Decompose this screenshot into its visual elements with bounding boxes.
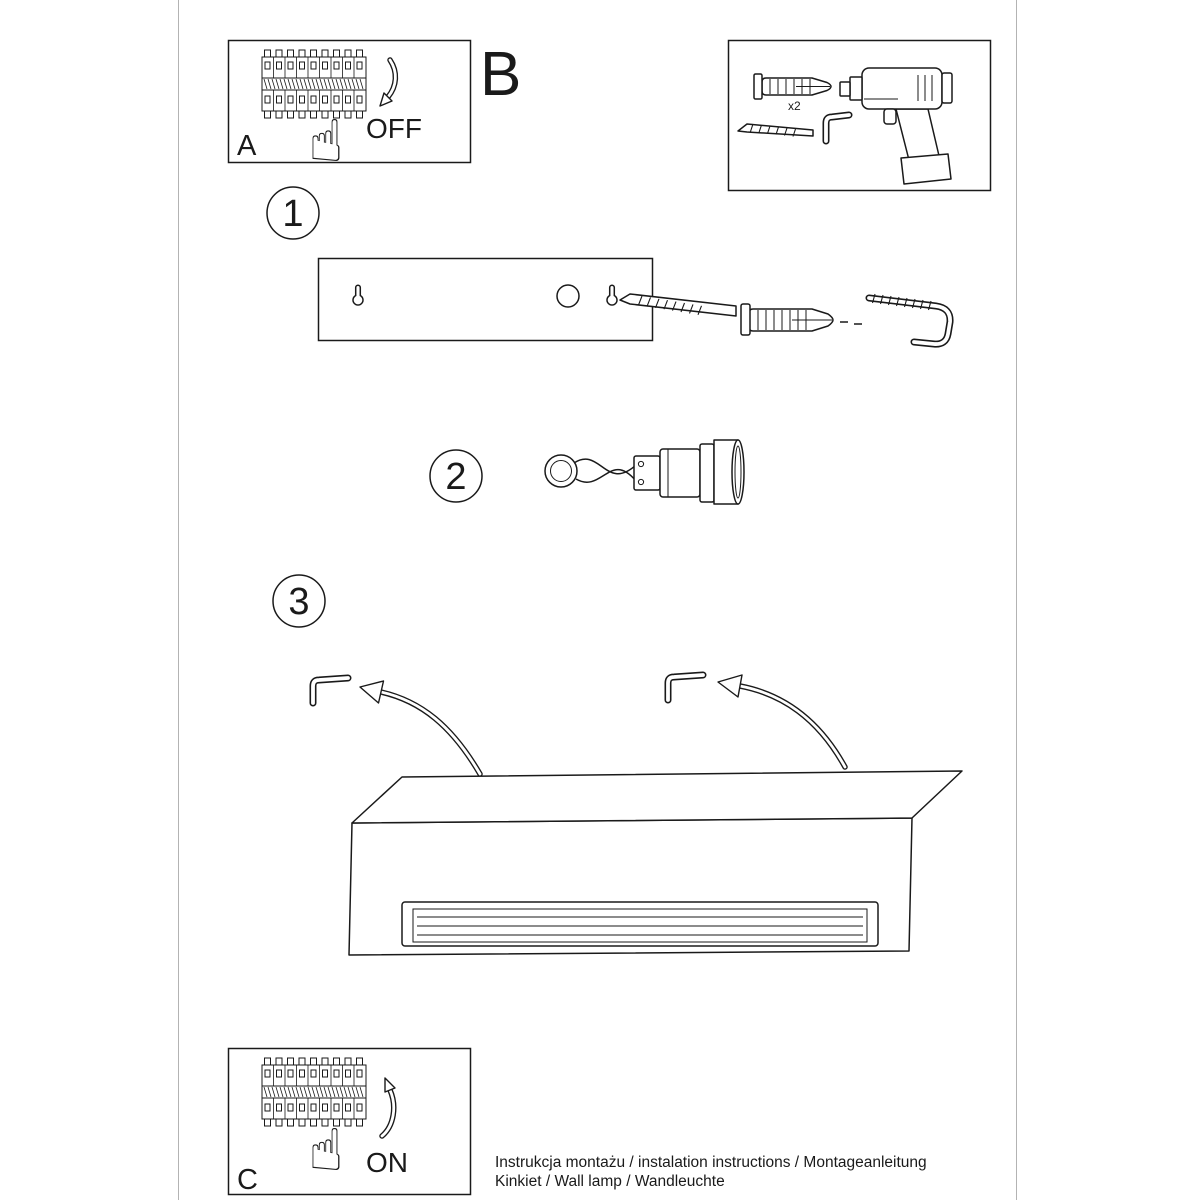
- footer-product-text: Kinkiet / Wall lamp / Wandleuchte: [495, 1173, 725, 1190]
- hook-inner: [824, 113, 851, 143]
- plug-ridges: [769, 79, 811, 94]
- drill-trigger: [883, 108, 897, 125]
- drill-rear-cap: [941, 72, 953, 104]
- keyhole-right-icon: [606, 284, 618, 306]
- step-2-badge: [429, 449, 483, 503]
- hang-arrow-left-icon: [359, 680, 483, 777]
- drill-battery: [900, 153, 952, 185]
- hook-inner: [666, 673, 705, 702]
- lamp-socket-icon: [544, 439, 745, 505]
- arrow-head: [359, 680, 385, 704]
- wall-anchor-icon: [740, 303, 834, 336]
- tools-box-frame: [727, 39, 992, 192]
- hook-icon: [822, 111, 853, 145]
- arrow-shaft: [378, 689, 483, 777]
- screw-thread: [637, 295, 703, 315]
- lamp-top-face: [351, 770, 963, 824]
- drill-icon: [839, 67, 953, 185]
- terminal-screw-2: [637, 478, 645, 486]
- hook-left-icon: [309, 674, 352, 707]
- step-3-badge: [272, 574, 326, 628]
- arrow-shaft: [737, 683, 848, 770]
- step-1: 1: [266, 186, 954, 348]
- plug-collar: [753, 73, 763, 100]
- drill-bit-holder: [839, 81, 851, 97]
- socket-body: [659, 448, 701, 498]
- screw-icon: [619, 293, 737, 317]
- plug-count-label: x2: [788, 99, 801, 113]
- mounting-plate: [317, 257, 654, 342]
- wall-plug-icon: [753, 73, 832, 100]
- arrow-head: [384, 1077, 396, 1093]
- step-1-badge: [266, 186, 320, 240]
- hook-right-icon: [664, 671, 707, 704]
- panel-a: ☝ OFF A: [227, 39, 472, 175]
- panel-c: ☝ ON C: [227, 1047, 472, 1196]
- drill-chuck: [849, 76, 863, 101]
- step-2-number: 2: [445, 456, 466, 498]
- hand-icon: ☝: [308, 1116, 343, 1184]
- panel-a-label: A: [237, 130, 257, 162]
- arrow-shaft-inner: [386, 58, 397, 99]
- step-3-number: 3: [288, 581, 309, 623]
- arrow-shaft-inner: [380, 1088, 396, 1138]
- step-3: 3: [272, 574, 963, 956]
- hook-icon: [865, 293, 954, 348]
- flip-up-arrow-icon: [379, 1077, 397, 1139]
- lamp-diffuser-slats: [417, 916, 863, 936]
- arrow-shaft-inner: [738, 684, 847, 769]
- flip-down-arrow-icon: [379, 57, 399, 107]
- on-label: ON: [366, 1147, 408, 1178]
- socket-opening-inner: [734, 445, 742, 499]
- cable-hole: [556, 284, 580, 308]
- terminal-screw-1: [637, 460, 645, 468]
- arrow-head: [717, 674, 743, 698]
- screw-thread: [749, 123, 797, 137]
- keyhole-left-icon: [352, 284, 364, 306]
- lamp-diffuser-inner: [412, 908, 868, 943]
- arrow-shaft-inner: [379, 690, 482, 776]
- drill-vents: [917, 75, 933, 101]
- screw-body: [619, 293, 737, 317]
- drill-body: [861, 67, 943, 110]
- hook-thread: [871, 293, 932, 311]
- hand-icon: ☝: [308, 107, 343, 175]
- wall-lamp-drawing: [348, 770, 963, 956]
- footer-instructions-text: Instrukcja montażu / instalation instruc…: [495, 1154, 927, 1171]
- step-2: 2: [429, 439, 745, 505]
- anchor-ridges: [757, 310, 807, 330]
- lamp-front-face: [348, 817, 913, 956]
- assembly-dashes: [840, 321, 862, 325]
- section-b-label: B: [480, 40, 521, 109]
- hang-arrow-right-icon: [717, 674, 848, 770]
- wire-1: [573, 458, 637, 475]
- arrow-head: [379, 92, 393, 107]
- hook-inner: [311, 676, 350, 705]
- anchor-collar: [740, 303, 751, 336]
- socket-ring: [699, 443, 715, 503]
- off-label: OFF: [366, 113, 422, 144]
- step-1-number: 1: [282, 193, 303, 235]
- ring-terminal-outer: [544, 454, 578, 488]
- screw-icon: [737, 123, 814, 137]
- tools-box: x2: [727, 39, 992, 192]
- ring-terminal-inner: [550, 460, 572, 482]
- hook-inner: [867, 296, 952, 346]
- panel-c-label: C: [237, 1164, 258, 1196]
- socket-opening-outer: [731, 439, 745, 505]
- terminal-block: [633, 455, 661, 491]
- lamp-diffuser-frame: [401, 901, 879, 947]
- wire-2: [575, 468, 637, 483]
